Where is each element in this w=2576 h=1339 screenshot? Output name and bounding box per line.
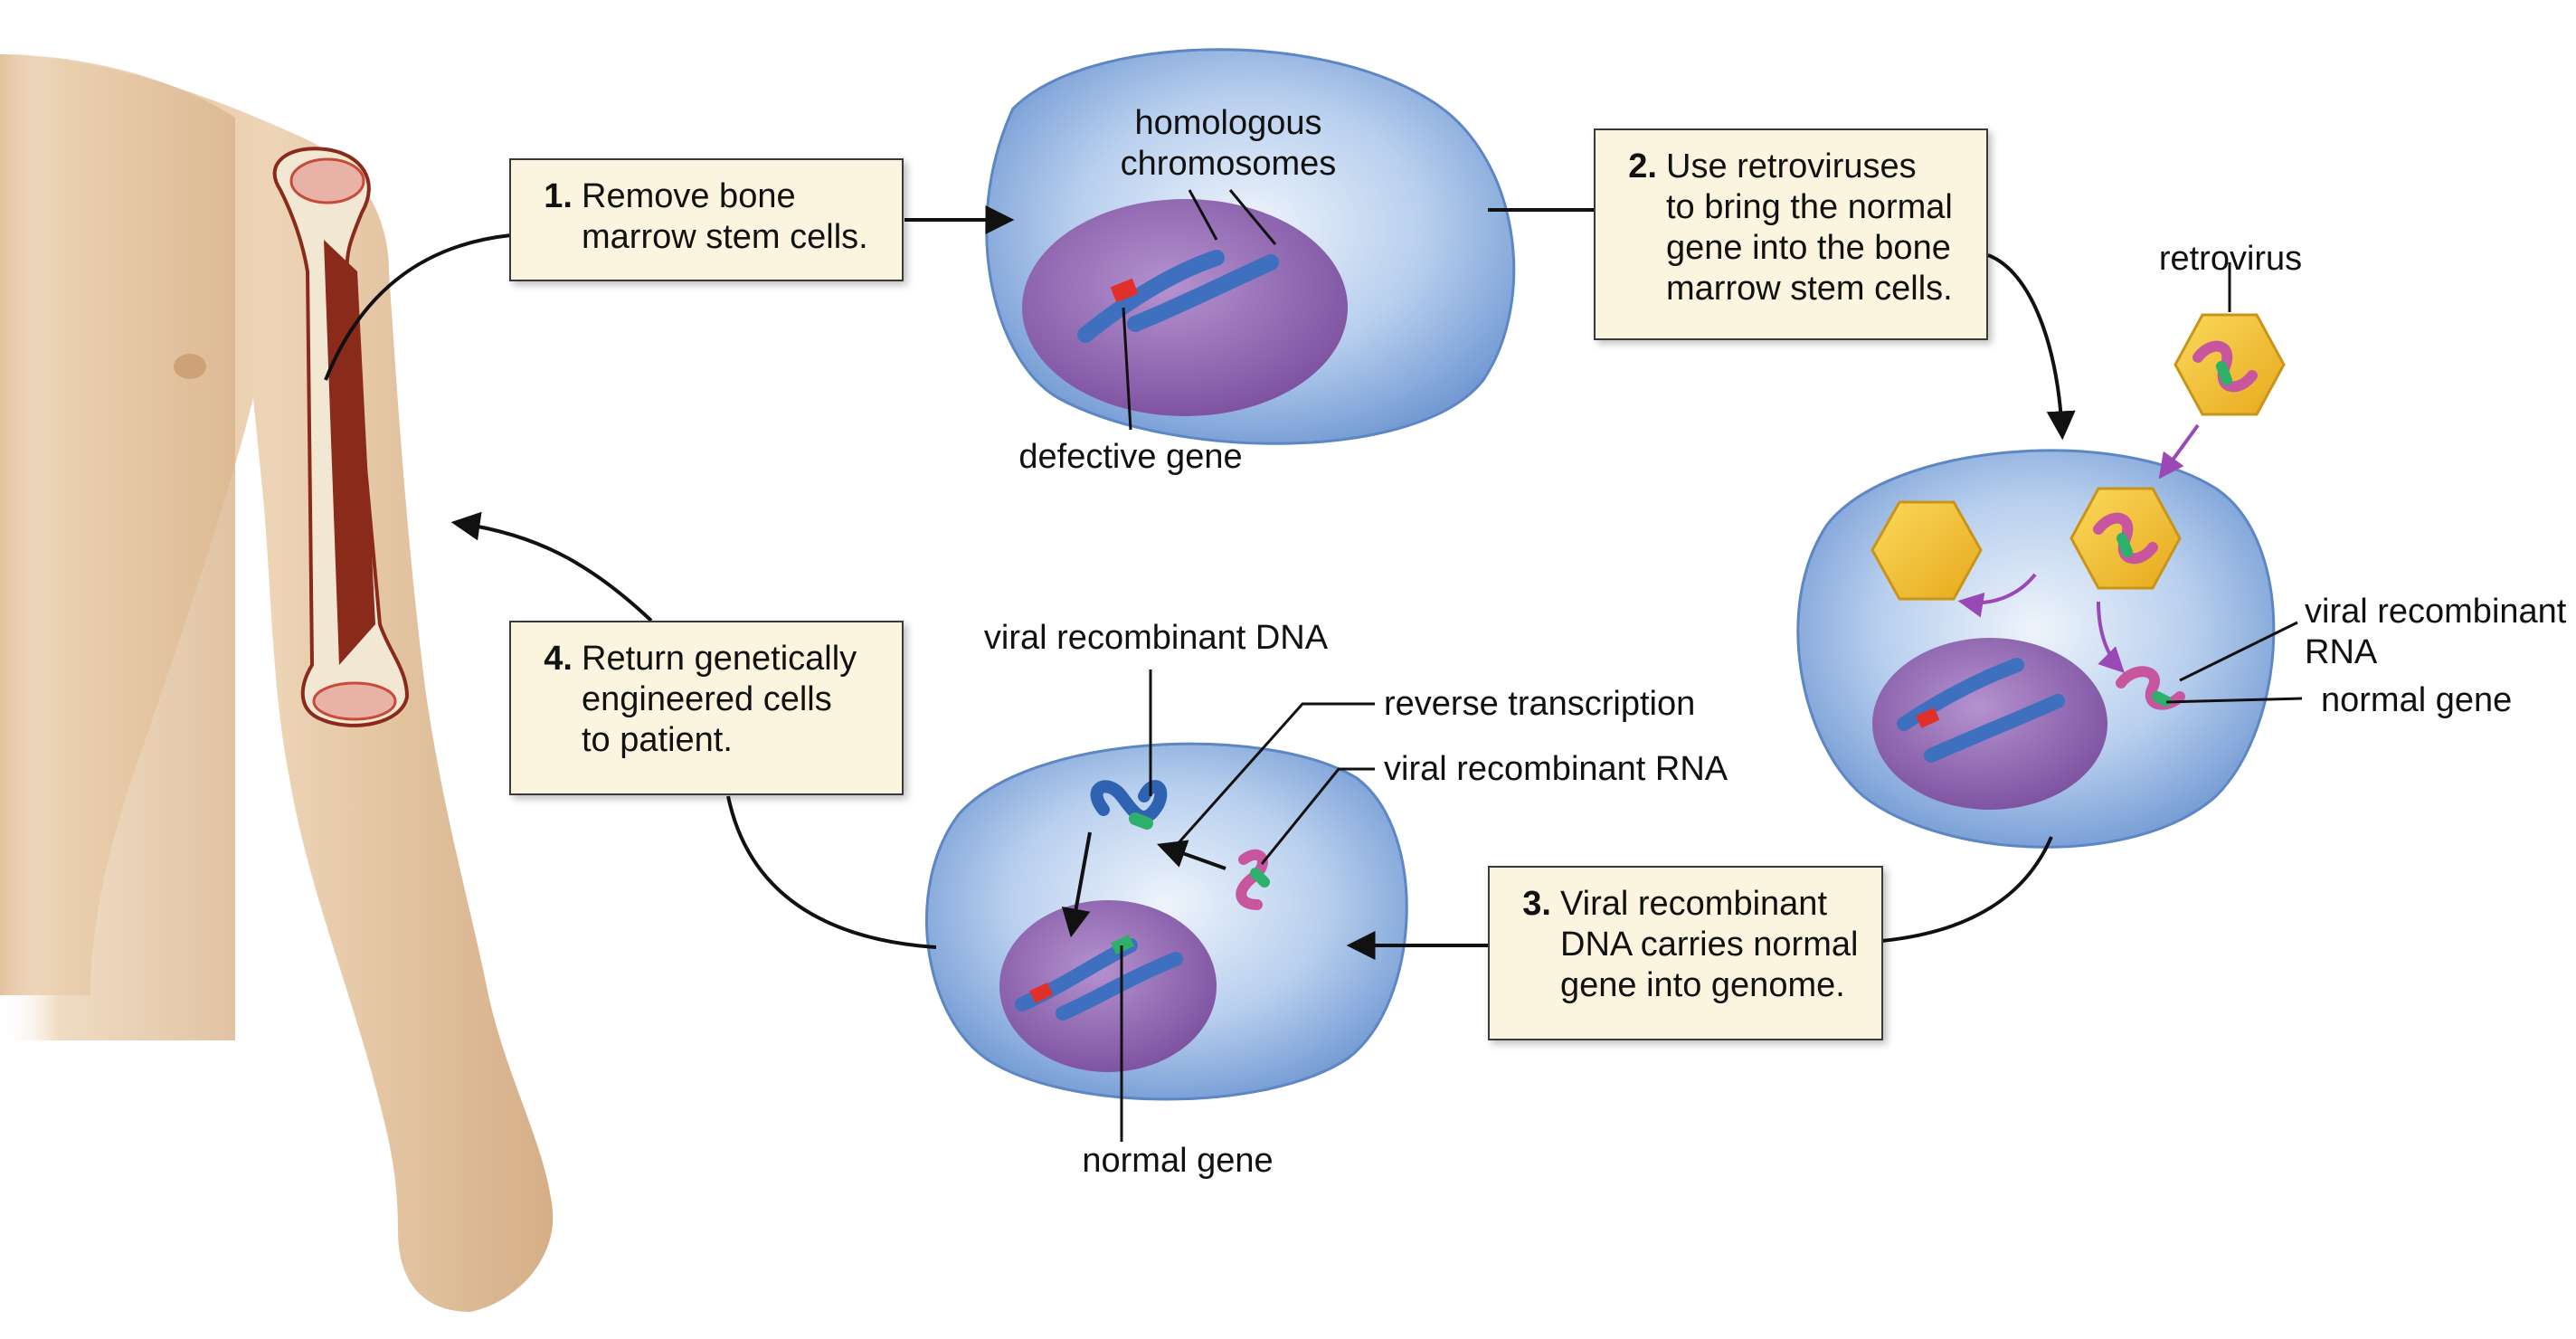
leader-lines [1120, 189, 2303, 1142]
label-viral-recombinant-rna-bottom: viral recombinant RNA [1384, 750, 1728, 788]
label-retrovirus: retrovirus [2159, 240, 2302, 278]
cell-right [1796, 449, 2276, 849]
step-text: Viral recombinant DNA carries normal gen… [1560, 885, 1859, 1004]
step-text: Return genetically engineered cells to p… [582, 640, 857, 759]
step-box-3: 3.Viral recombinant DNA carries normal g… [1488, 866, 1883, 1040]
connector-cell-to-step4 [726, 795, 937, 949]
connector-bone-to-step1 [324, 233, 512, 381]
empty-capsid-icon [1870, 500, 1983, 601]
diagram-labels: homologous chromosomes defective gene re… [984, 104, 2567, 1180]
step-number: 4. [544, 640, 573, 678]
label-defective-gene: defective gene [1018, 438, 1242, 476]
cell-bottom [925, 742, 1408, 1101]
process-connectors [324, 205, 2076, 960]
connector-step4-to-patient [450, 511, 653, 622]
label-normal-gene-bottom: normal gene [1082, 1142, 1273, 1180]
label-viral-recombinant-rna-right-2: RNA [2305, 633, 2378, 671]
infection-arrow [2158, 423, 2200, 480]
label-chromosomes: chromosomes [1121, 145, 1337, 183]
step-text: Remove bone marrow stem cells. [582, 177, 868, 256]
step-text: Use retroviruses to bring the normal gen… [1666, 147, 1953, 308]
step-number: 1. [544, 177, 573, 215]
label-viral-recombinant-dna: viral recombinant DNA [984, 619, 1329, 657]
label-homologous: homologous [1134, 104, 1321, 142]
connector-cell-to-step3 [1880, 836, 2053, 943]
uncoating-arrow [1957, 573, 2037, 618]
step-number: 3. [1522, 885, 1551, 923]
step-box-2: 2.Use retroviruses to bring the normal g… [1594, 128, 1988, 340]
nipple [174, 354, 206, 379]
humerus-bone [272, 147, 410, 727]
defective-gene-marker [1110, 278, 1139, 303]
free-retrovirus-icon [2158, 313, 2286, 480]
label-viral-recombinant-rna-right-1: viral recombinant [2305, 593, 2567, 631]
connector-step2-to-cell [1987, 253, 2076, 441]
step-box-1: 1.Remove bone marrow stem cells. [509, 158, 904, 281]
label-reverse-transcription: reverse transcription [1384, 685, 1695, 723]
step-box-4: 4.Return genetically engineered cells to… [509, 621, 904, 795]
patient-arm [0, 54, 554, 1312]
cell-top [985, 48, 1516, 445]
reverse-transcription-arrow [1156, 840, 1226, 870]
integration-arrow [1061, 831, 1092, 938]
inserted-normal-gene [1111, 935, 1134, 954]
step-number: 2. [1628, 147, 1657, 185]
label-normal-gene-right: normal gene [2321, 681, 2512, 719]
chromosome-pair [1077, 250, 1279, 343]
release-arrow [2097, 601, 2125, 673]
